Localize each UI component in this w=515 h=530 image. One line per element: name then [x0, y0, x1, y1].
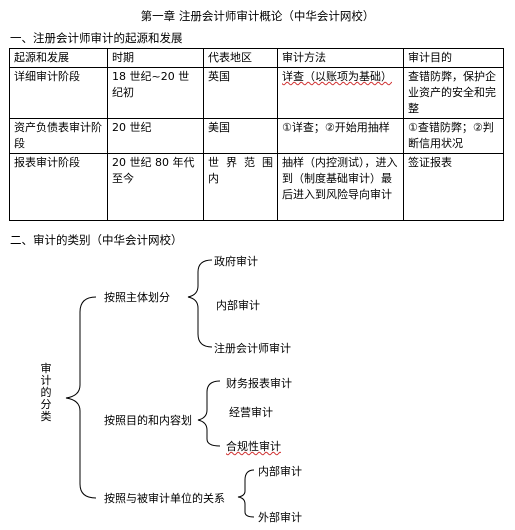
table-cell: ①查错防弊；②判断信用状况	[403, 118, 504, 154]
table-cell: ①详查；②开始用抽样	[277, 118, 404, 154]
table-cell: 抽样（内控测试），进入到（制度基础审计）最后进入到风险导向审计	[277, 153, 404, 221]
group-label-by-relationship: 按照与被审计单位的关系	[104, 492, 225, 505]
item-financial-statement-audit: 财务报表审计	[226, 377, 292, 390]
table-cell: 20 世纪 80 年代至今	[107, 153, 204, 221]
item-operational-audit: 经营审计	[229, 406, 273, 419]
table-cell: 签证报表	[403, 153, 504, 221]
table-row: 报表审计阶段 20 世纪 80 年代至今 世 界 范 围 内 抽样（内控测试），…	[9, 153, 504, 221]
section-heading-categories: 二、审计的类别（中华会计网校）	[10, 233, 183, 247]
item-internal-audit-2: 内部审计	[258, 465, 302, 478]
group-label-by-purpose: 按照目的和内容划	[104, 414, 192, 427]
group-label-by-subject: 按照主体划分	[104, 291, 170, 304]
group-brace	[237, 469, 255, 518]
table-cell: 报表审计阶段	[9, 153, 108, 221]
document-title: 第一章 注册会计师审计概论（中华会计网校）	[140, 9, 375, 23]
item-external-audit: 外部审计	[258, 511, 302, 524]
table-row: 详细审计阶段 18 世纪~20 世纪初 英国 详查（以账项为基础） 查错防弊，保…	[9, 67, 504, 119]
table-cell: 世 界 范 围 内	[203, 153, 278, 221]
audit-history-table: 起源和发展 时期 代表地区 审计方法 审计目的 详细审计阶段 18 世纪~20 …	[9, 48, 504, 221]
section-heading-origin: 一、注册会计师审计的起源和发展	[10, 31, 183, 45]
group-brace	[187, 259, 213, 348]
table-cell: 20 世纪	[107, 118, 204, 154]
root-brace	[65, 296, 97, 499]
item-internal-audit: 内部审计	[216, 299, 260, 312]
table-cell: 详细审计阶段	[9, 67, 108, 119]
item-compliance-audit: 合规性审计	[226, 440, 281, 453]
item-cpa-audit: 注册会计师审计	[214, 342, 291, 355]
table-cell: 美国	[203, 118, 278, 154]
group-brace	[197, 380, 221, 447]
table-row: 资产负债表审计阶段 20 世纪 美国 ①详查；②开始用抽样 ①查错防弊；②判断信…	[9, 118, 504, 154]
table-cell: 查错防弊，保护企业资产的安全和完整	[403, 67, 504, 119]
tree-root-label: 审计的分类	[40, 362, 52, 423]
item-government-audit: 政府审计	[214, 255, 258, 268]
